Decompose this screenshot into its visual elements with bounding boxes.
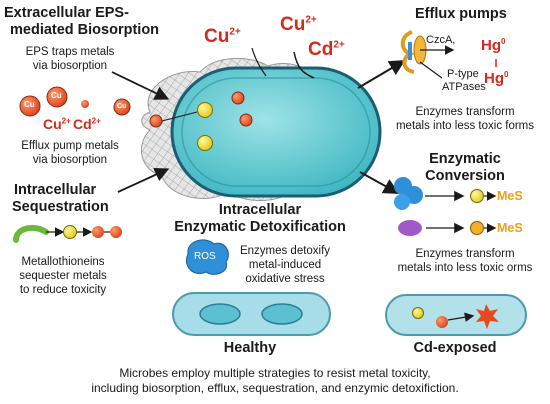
damage-burst-icon	[476, 304, 499, 329]
cd-top-label: Cd2+	[308, 39, 345, 60]
mes-label: MeS	[497, 221, 523, 235]
cu-top-label: Cu2+	[204, 26, 241, 47]
sequestration-desc-line2: sequester metals	[19, 270, 107, 282]
caption-line2: including biosorption, efflux, sequestra…	[91, 381, 459, 395]
cu-ball-label: Cu	[117, 103, 127, 110]
arrow-eps	[111, 71, 170, 100]
cu-ion-ball	[46, 86, 68, 108]
efflux-enzyme-desc-line2: metals into less toxic forms	[395, 120, 535, 132]
healthy-cell	[172, 292, 331, 336]
enzymatic-desc-line2: metals into less toxic orms	[397, 262, 533, 274]
sequestration-title-line1: Intracellular	[14, 182, 97, 198]
efflux-desc-line2: via biosorption	[32, 154, 108, 166]
sequestration-title-line2: Sequestration	[12, 199, 109, 215]
detox-desc-line3: oxidative stress	[245, 273, 325, 285]
detox-desc-line1: Enzymes detoxify	[239, 245, 331, 257]
cu-ion-label: Cu2+	[43, 116, 71, 132]
cu-ion-ball	[113, 98, 131, 116]
cu-ball-label: Cu	[24, 100, 35, 109]
eps-desc-line1: EPS traps metals	[25, 46, 115, 58]
cu-ion-ball	[19, 95, 41, 117]
ros-icon	[186, 239, 229, 275]
enzyme-blue-icon	[394, 177, 423, 210]
cu-ball-label: Cu	[51, 91, 62, 100]
arrow-sequestration	[117, 167, 170, 193]
arrow-enzymatic	[359, 171, 400, 194]
metallothionein-icon	[13, 224, 122, 243]
cd-ion-label: Cd2+	[73, 116, 101, 132]
ion-curve	[251, 47, 267, 77]
healthy-label: Healthy	[223, 340, 277, 356]
metal-ion	[231, 91, 245, 105]
detox-title-line1: Intracellular	[218, 202, 302, 218]
czca-label: CzcA,	[426, 34, 456, 46]
hg-label: Hg0	[481, 37, 506, 54]
bacterial-cell	[170, 66, 382, 198]
detox-desc-line2: metal-induced	[248, 259, 322, 271]
metal-ion	[239, 113, 253, 127]
yellow-ion	[470, 189, 484, 203]
enzyme-purple-icon	[398, 220, 422, 236]
small-ion	[81, 100, 89, 108]
sequestration-desc-line1: Metallothioneins	[21, 256, 105, 268]
cd-exposed-label: Cd-exposed	[413, 340, 497, 356]
sequestration-desc-line3: to reduce toxicity	[19, 284, 107, 296]
enzymatic-title-line1: Enzymatic	[429, 151, 501, 167]
eps-title-line2: mediated Biosorption	[10, 22, 160, 38]
cd-exposed-cell	[385, 294, 527, 336]
yellow-ion	[197, 135, 213, 151]
ptype-line2: ATPases	[442, 81, 486, 93]
efflux-enzyme-desc-line1: Enzymes transform	[415, 106, 515, 118]
yellow-ion	[197, 102, 213, 118]
metal-ion	[149, 114, 163, 128]
mes-label: MeS	[497, 189, 523, 203]
ros-label: ROS	[194, 251, 216, 262]
eps-title-line1: Extracellular EPS-	[4, 5, 129, 21]
hg-label: Hg0	[484, 70, 509, 87]
ion	[470, 221, 484, 235]
ptype-line1: P-type	[447, 68, 479, 80]
arrow-efflux	[357, 59, 406, 89]
cu-top-label: Cu2+	[280, 14, 317, 35]
ion-curve	[293, 51, 315, 79]
efflux-desc-line1: Efflux pump metals	[21, 140, 119, 152]
efflux-title: Efflux pumps	[415, 6, 507, 22]
enzymatic-title-line2: Conversion	[425, 168, 505, 184]
detox-title-line2: Enzymatic Detoxification	[174, 219, 346, 235]
eps-desc-line2: via biosorption	[32, 60, 108, 72]
efflux-pump-icon	[400, 30, 455, 79]
caption-line1: Microbes employ multiple strategies to r…	[119, 366, 431, 380]
enzymatic-desc-line1: Enzymes transform	[415, 248, 515, 260]
